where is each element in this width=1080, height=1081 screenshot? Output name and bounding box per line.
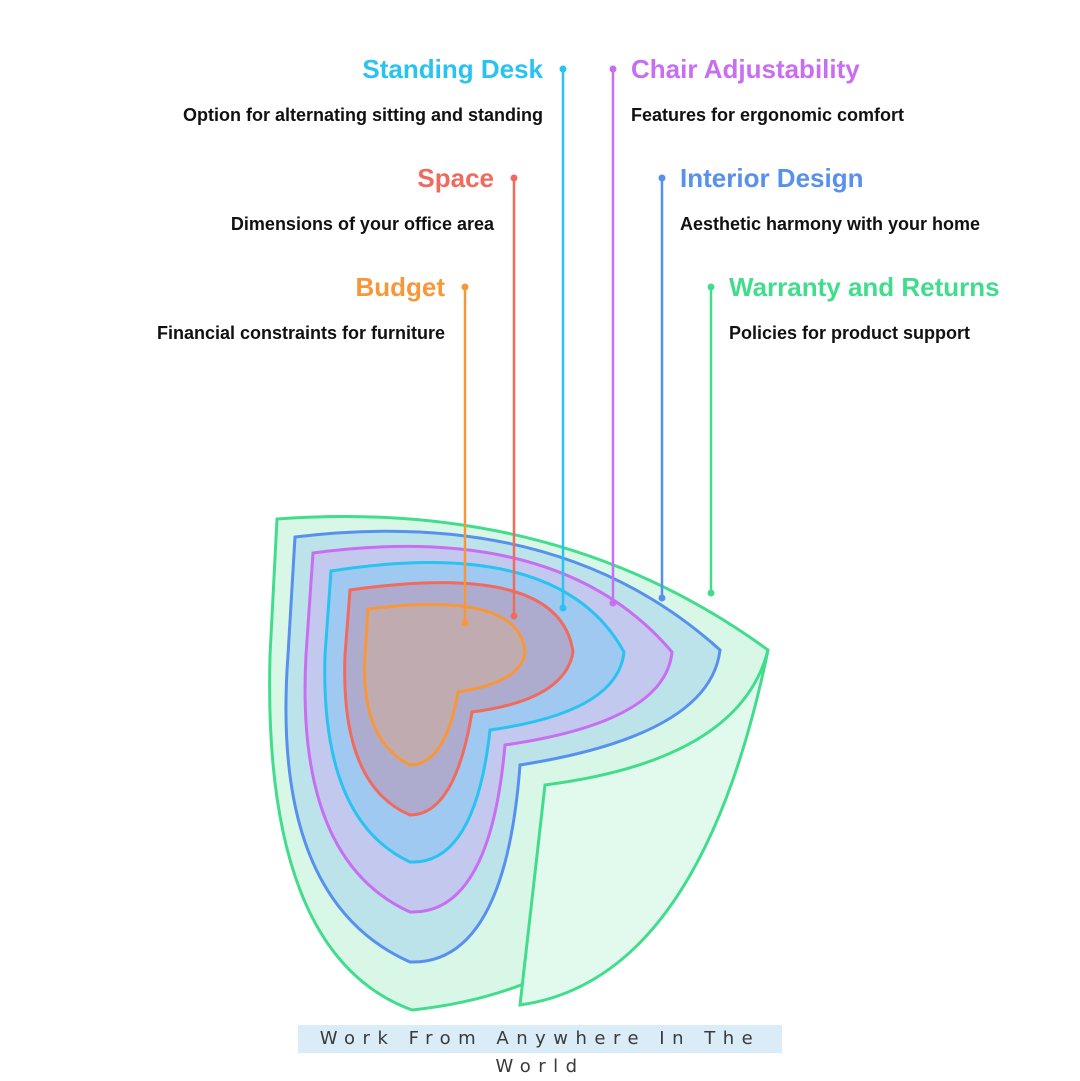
title-interior-design: Interior Design bbox=[680, 163, 864, 193]
leader-space bbox=[510, 174, 518, 620]
leader-chair-adjustability bbox=[609, 65, 617, 607]
desc-chair-adjustability: Features for ergonomic comfort bbox=[631, 105, 905, 125]
title-budget: Budget bbox=[355, 272, 445, 302]
leader-warranty-returns bbox=[707, 283, 715, 597]
desc-warranty-returns: Policies for product support bbox=[729, 323, 971, 343]
layer-budget bbox=[363, 603, 527, 767]
leader-interior-design bbox=[658, 174, 666, 602]
title-space: Space bbox=[417, 163, 494, 193]
desc-standing-desk: Option for alternating sitting and stand… bbox=[183, 105, 543, 125]
desc-interior-design: Aesthetic harmony with your home bbox=[680, 214, 981, 234]
footer-banner: Work From Anywhere In The World bbox=[298, 1025, 782, 1077]
leader-budget bbox=[461, 283, 469, 627]
cut-face bbox=[518, 649, 770, 1007]
title-standing-desk: Standing Desk bbox=[362, 54, 543, 84]
leader-standing-desk bbox=[559, 65, 567, 612]
title-warranty-returns: Warranty and Returns bbox=[729, 272, 1000, 302]
desc-budget: Financial constraints for furniture bbox=[156, 323, 445, 343]
desc-space: Dimensions of your office area bbox=[230, 214, 494, 234]
title-chair-adjustability: Chair Adjustability bbox=[631, 54, 860, 84]
